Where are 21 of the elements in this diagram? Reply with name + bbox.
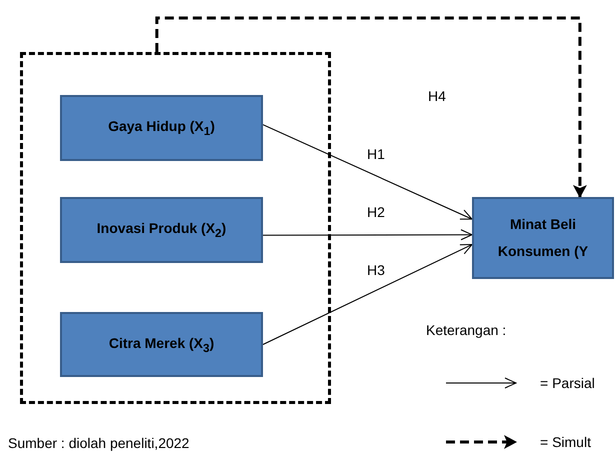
node-label: Inovasi Produk (X$_{2}$) [96, 219, 226, 242]
edge-label: H1 [367, 146, 385, 162]
legend-label: = Simult [540, 434, 591, 450]
node-label: Minat Beli Konsumen (Y [496, 215, 590, 261]
arrow [262, 229, 472, 240]
process-box [60, 95, 263, 161]
dashed-arrow [155, 16, 587, 198]
node-label: Gaya Hidup (X$_{1}$) [108, 117, 215, 140]
edge-label: H2 [367, 204, 385, 220]
arrow [262, 244, 472, 345]
hypothesis-label: H4 [428, 88, 446, 104]
process-box [472, 197, 614, 279]
process-box [60, 312, 263, 377]
legend-title: Keterangan : [426, 322, 506, 338]
dashed-group-frame [20, 52, 331, 404]
arrow [262, 124, 472, 220]
legend-label: = Parsial [540, 375, 595, 391]
process-box [60, 197, 263, 263]
source-note: Sumber : diolah peneliti,2022 [8, 435, 190, 451]
node-label: Citra Merek (X$_{3}$) [108, 334, 214, 356]
edge-label: H3 [367, 262, 385, 278]
